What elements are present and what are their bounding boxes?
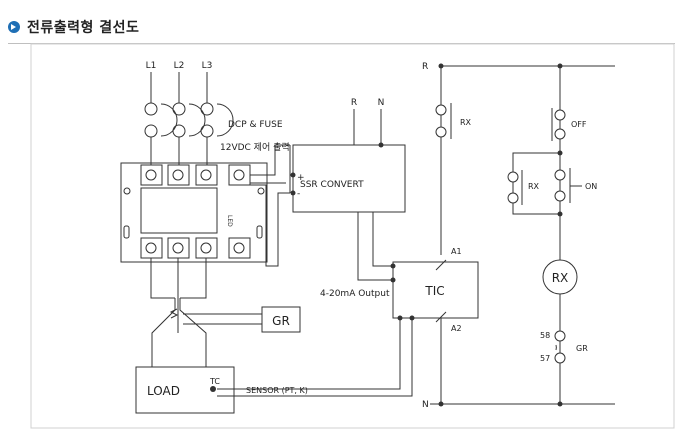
sensor-label: SENSOR (PT, K)	[246, 386, 308, 395]
ssr-convert-label: SSR CONVERT	[300, 180, 364, 190]
ssr-terminal-r: R	[351, 98, 357, 108]
a1-label: A1	[451, 247, 462, 256]
pin-58-label: 58	[540, 331, 550, 340]
load-box	[135, 366, 235, 414]
rx-contact-label: RX	[460, 118, 472, 127]
phase-label-l3: L3	[202, 61, 213, 71]
a2-label: A2	[451, 324, 462, 333]
rail-n-label: N	[422, 400, 429, 410]
gr-contact-label: GR	[576, 344, 588, 353]
gr-box-label: GR	[272, 314, 290, 328]
control-output-label: 12VDC 제어 출력	[220, 141, 290, 153]
minus-sign: -	[297, 189, 300, 199]
tic-box	[392, 261, 479, 319]
load-label: LOAD	[147, 384, 180, 398]
ssr-module-window	[140, 187, 218, 234]
off-label: OFF	[571, 120, 587, 129]
page-title: 전류출력형 결선도	[27, 20, 140, 36]
rail-r-label: R	[422, 62, 428, 72]
fuse-arc-l2	[188, 103, 206, 137]
fuse-label: DCP & FUSE	[228, 120, 283, 130]
phase-label-l1: L1	[146, 61, 157, 71]
led-label: LED	[226, 215, 233, 227]
plus-sign: +	[297, 173, 305, 183]
rx-coil-label: RX	[552, 271, 569, 285]
on-label: ON	[585, 182, 597, 191]
diagram-frame	[30, 43, 675, 429]
section-bullet-icon	[8, 21, 20, 33]
output-label: 4-20mA Output	[320, 289, 390, 299]
fuse-arc-l3	[216, 103, 234, 137]
section-header: 전류출력형 결선도	[8, 18, 139, 36]
tic-label: TIC	[424, 284, 444, 298]
tc-label: TC	[209, 377, 220, 386]
ssr-terminal-n: N	[378, 98, 385, 108]
ssr-convert-box	[292, 144, 406, 213]
ssr-module	[120, 162, 268, 263]
gr-box	[261, 306, 301, 333]
pin-57-label: 57	[540, 354, 550, 363]
rx-hold-label: RX	[528, 182, 540, 191]
phase-label-l2: L2	[174, 61, 185, 71]
rx-coil	[542, 259, 578, 295]
fuse-arc-l1	[160, 103, 178, 137]
